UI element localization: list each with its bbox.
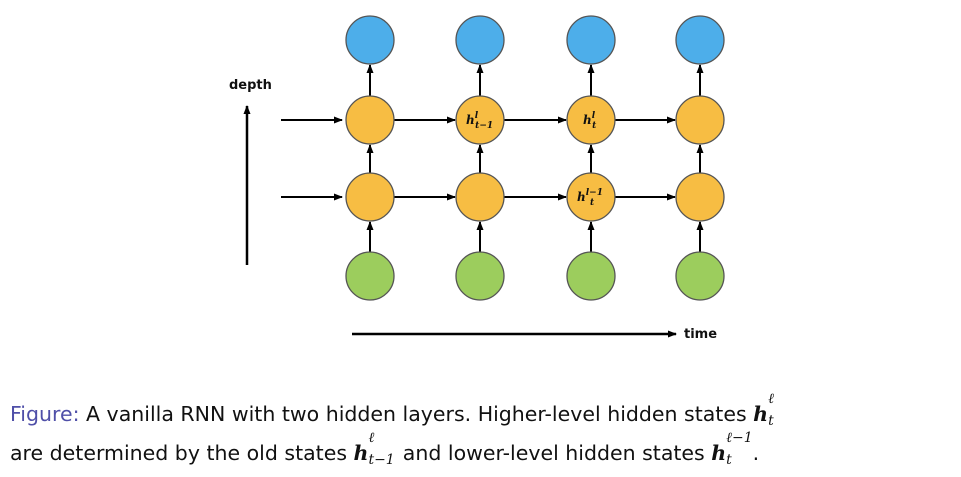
caption-text-3: and lower-level hidden states [396, 440, 712, 465]
nodes [345, 15, 725, 301]
caption-var-h-l-minus-1-t: h [711, 440, 727, 465]
caption-var-2-sub: t−1 [368, 451, 395, 468]
hidden-lower-node-2 [455, 172, 505, 222]
caption-var-1-sup: ℓ [768, 391, 774, 407]
hidden-lower-node-1 [345, 172, 395, 222]
input-node-3 [566, 251, 616, 301]
hidden-upper-node-2 [455, 95, 505, 145]
hidden-lower-node-3 [566, 172, 616, 222]
depth-axis-label: depth [229, 78, 272, 93]
caption-text-2: are determined by the old states [10, 440, 354, 465]
caption-var-3-sup: ℓ−1 [726, 429, 753, 446]
output-node-3 [566, 15, 616, 65]
caption-text-4: . [752, 440, 760, 465]
output-node-1 [345, 15, 395, 65]
output-node-2 [455, 15, 505, 65]
connection-arrows [366, 64, 704, 252]
caption-var-1-sub: t [768, 413, 774, 429]
figure-caption: Figure: A vanilla RNN with two hidden la… [10, 391, 955, 470]
caption-var-3-sub: t [726, 451, 732, 468]
caption-var-2-sup: ℓ [368, 429, 375, 446]
caption-var-h-l-t: h [753, 401, 769, 426]
time-axis-label: time [684, 327, 717, 342]
caption-figure-prefix: Figure: [10, 401, 80, 426]
hidden-upper-node-1 [345, 95, 395, 145]
output-node-4 [675, 15, 725, 65]
hidden-upper-node-4 [675, 95, 725, 145]
input-node-4 [675, 251, 725, 301]
caption-line-1: Figure: A vanilla RNN with two hidden la… [10, 391, 955, 431]
input-node-1 [345, 251, 395, 301]
input-node-2 [455, 251, 505, 301]
hidden-lower-node-4 [675, 172, 725, 222]
hidden-upper-node-3 [566, 95, 616, 145]
caption-var-h-l-t-minus-1: h [353, 440, 369, 465]
caption-text-1: A vanilla RNN with two hidden layers. Hi… [79, 401, 754, 426]
